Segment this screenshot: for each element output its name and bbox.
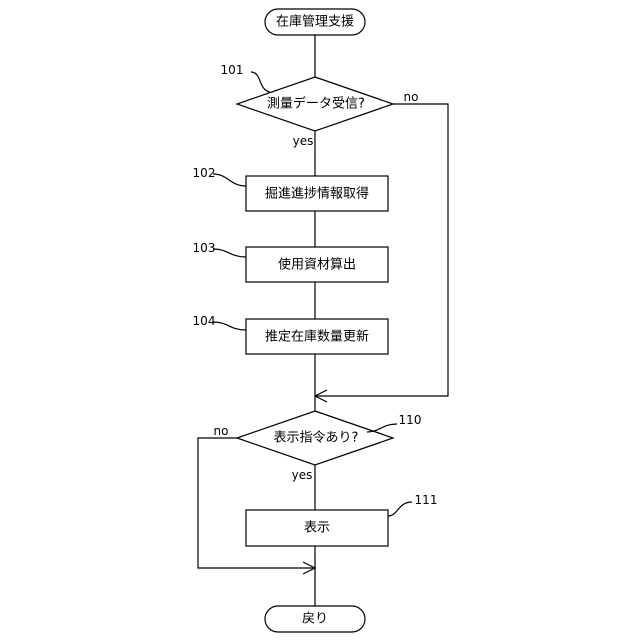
end-label: 戻り	[302, 613, 328, 626]
leader-101	[251, 72, 270, 92]
leader-103	[213, 249, 246, 257]
decision-110-yes: yes	[292, 469, 313, 481]
step-103-label: 使用資材算出	[278, 259, 356, 272]
leader-104	[213, 322, 246, 330]
decision-101-yes: yes	[293, 135, 314, 147]
decision-110-no: no	[214, 425, 229, 437]
ref-103: 103	[193, 242, 216, 254]
leader-111	[388, 502, 412, 516]
decision-101-no: no	[404, 91, 419, 103]
ref-104: 104	[193, 315, 216, 327]
no-branch-101	[315, 104, 448, 396]
step-104-label: 推定在庫数量更新	[265, 331, 369, 344]
start-label: 在庫管理支援	[276, 16, 354, 29]
ref-111: 111	[415, 494, 438, 506]
ref-110: 110	[399, 414, 422, 426]
ref-101: 101	[221, 64, 244, 76]
no-branch-110	[198, 438, 315, 568]
step-111-label: 表示	[304, 522, 330, 535]
step-102-label: 掘進進捗情報取得	[265, 188, 369, 201]
ref-102: 102	[193, 167, 216, 179]
decision-101-label: 測量データ受信?	[267, 98, 365, 111]
leader-102	[213, 174, 246, 186]
decision-110-label: 表示指令あり?	[274, 432, 359, 445]
